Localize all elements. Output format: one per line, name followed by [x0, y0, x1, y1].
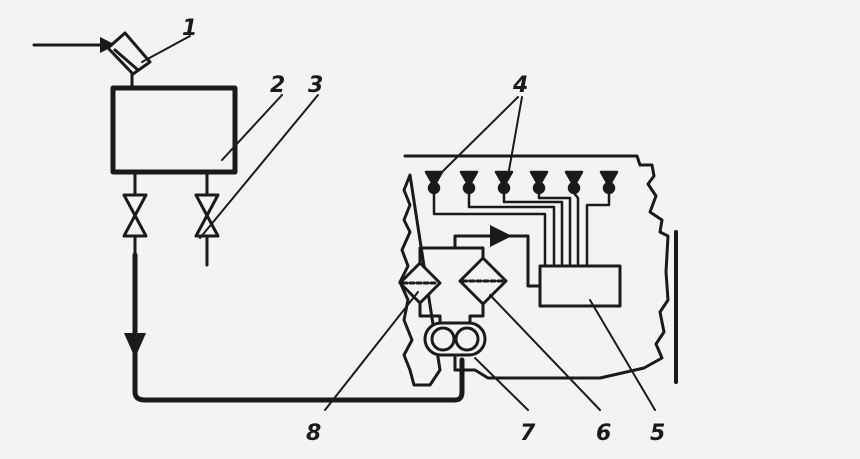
fuel-tank — [110, 85, 238, 175]
inlet-pipe — [32, 37, 116, 53]
label-5: 5 — [650, 421, 665, 446]
injection-pump — [538, 264, 622, 308]
fine-filter — [458, 256, 508, 306]
drain-valve — [194, 170, 220, 267]
label-2: 2 — [270, 73, 285, 98]
label-7: 7 — [520, 421, 536, 446]
injector — [494, 170, 514, 195]
filler-funnel — [106, 31, 152, 90]
injector — [529, 170, 549, 195]
label-6: 6 — [596, 421, 611, 446]
leader-lines — [141, 35, 656, 411]
label-3: 3 — [308, 73, 323, 98]
label-8: 8 — [306, 421, 321, 446]
injection-lines — [432, 191, 611, 268]
injector — [564, 170, 584, 195]
injector — [459, 170, 479, 195]
label-1: 1 — [182, 16, 197, 41]
supply-line — [124, 252, 465, 403]
flow-arrow — [490, 225, 512, 247]
filter-lines — [418, 234, 542, 328]
feed-pump — [423, 321, 487, 372]
tank-outlet-valve — [122, 170, 148, 257]
injector-row — [424, 170, 619, 195]
label-4: 4 — [512, 73, 528, 98]
injector — [599, 170, 619, 195]
